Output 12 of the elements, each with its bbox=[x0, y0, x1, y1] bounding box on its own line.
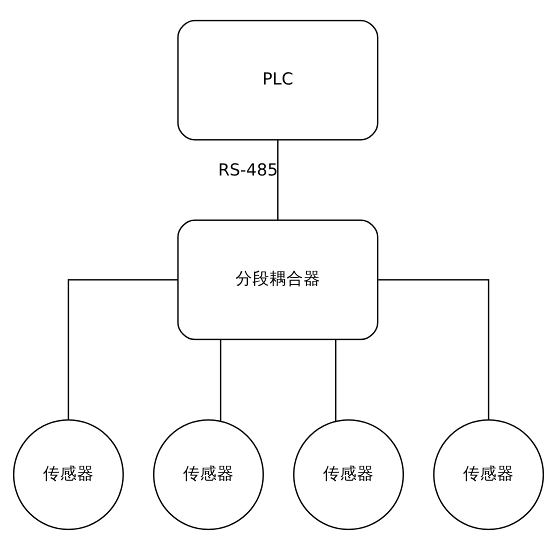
connector bbox=[277, 140, 278, 220]
connector bbox=[335, 339, 336, 421]
node-circle: 传感器 bbox=[12, 418, 124, 530]
connector bbox=[220, 339, 222, 421]
node-circle: 传感器 bbox=[153, 418, 264, 530]
node-box: PLC bbox=[177, 19, 378, 140]
connector bbox=[378, 278, 490, 420]
node-circle: 传感器 bbox=[293, 418, 404, 530]
connector bbox=[68, 278, 178, 420]
node-circle: 传感器 bbox=[433, 418, 544, 530]
edge-label: RS-485 bbox=[218, 160, 278, 179]
node-box: 分段耦合器 bbox=[177, 219, 378, 340]
